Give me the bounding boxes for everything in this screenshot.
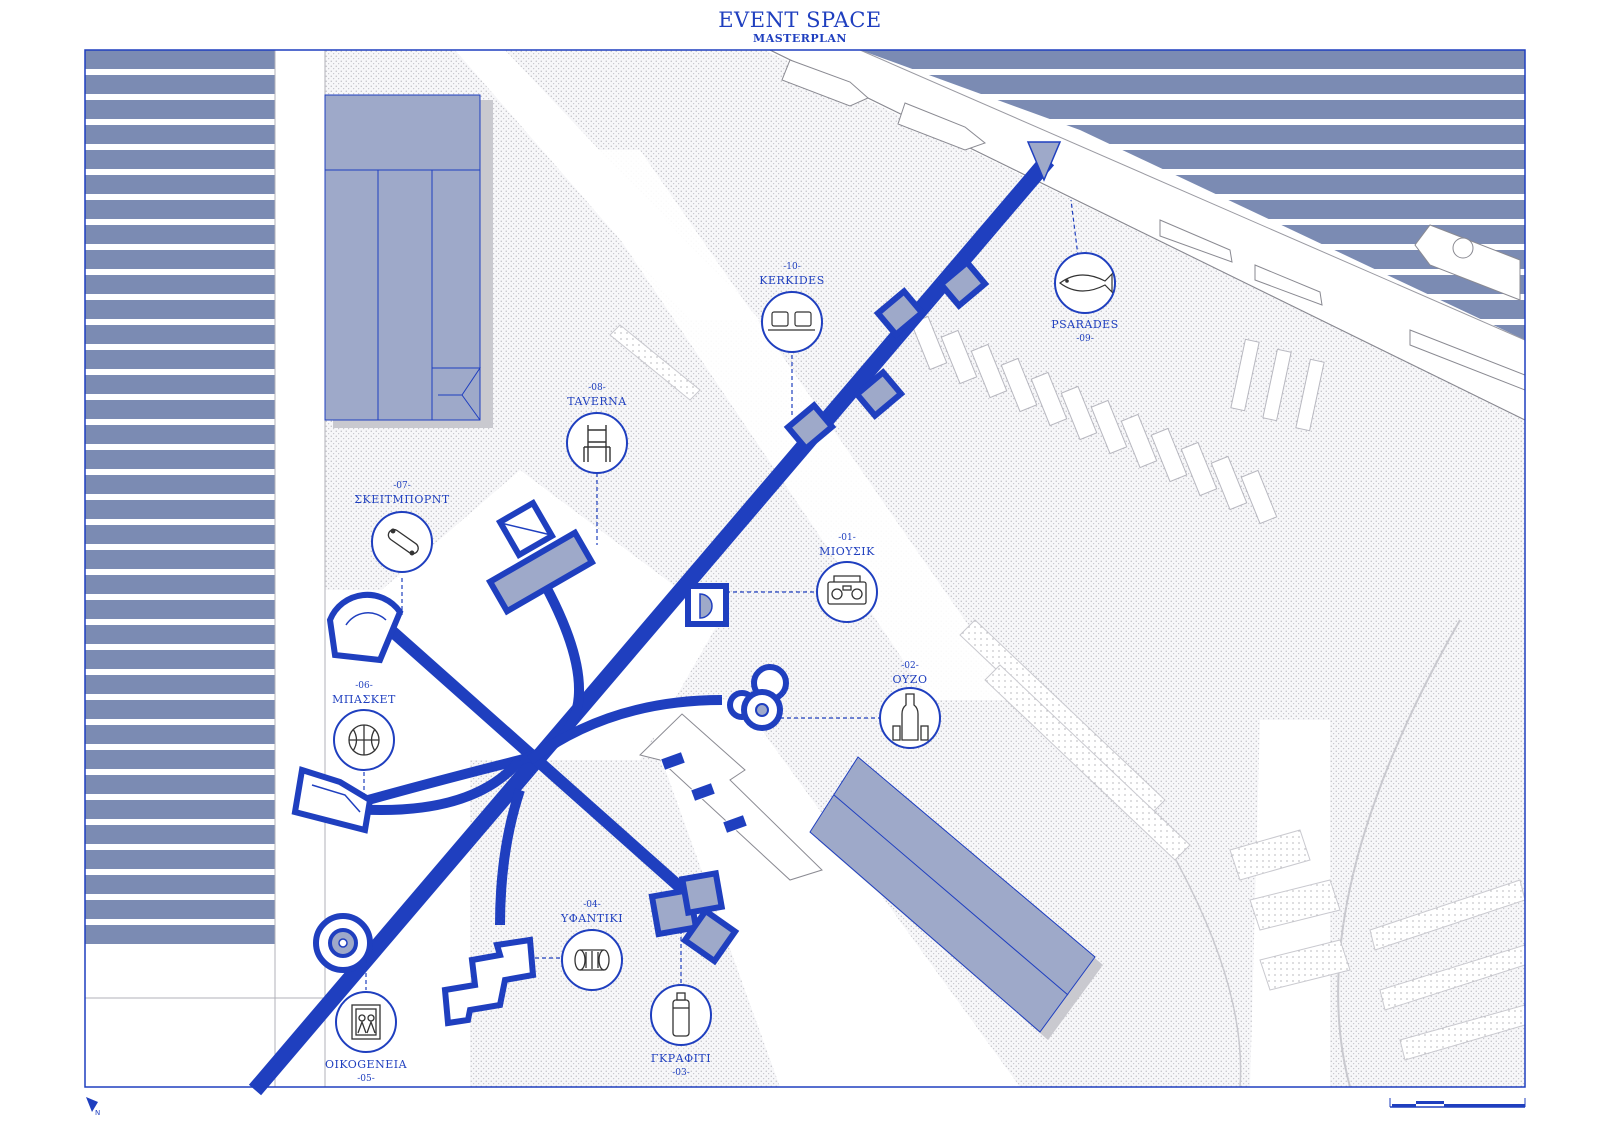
station-number: -08- — [588, 383, 606, 393]
station-taverna[interactable]: -08- TAVERNA — [566, 383, 628, 474]
station-number: -06- — [355, 681, 373, 691]
station-psarades[interactable]: PSARADES -09- — [1051, 252, 1119, 344]
yarn-spool-icon — [574, 949, 610, 971]
station-label: ΥΦΑΝΤΙΚΙ — [560, 912, 623, 925]
station-number: -02- — [901, 661, 919, 671]
parked-cars — [659, 750, 749, 835]
page-subtitle: MASTERPLAN — [753, 32, 847, 45]
spray-can-icon — [672, 992, 690, 1037]
station-label: ΜΙΟΥΣΙΚ — [819, 545, 875, 558]
spine-end-marker — [1026, 141, 1062, 182]
station-number: -03- — [672, 1068, 690, 1078]
cross-axis-path — [381, 620, 704, 910]
drawing-frame — [84, 49, 1526, 1088]
station-label: ΟΥΖΟ — [893, 673, 928, 686]
station-basket[interactable]: -06- ΜΠΑΣΚΕΤ — [332, 681, 396, 771]
pavilions — [291, 258, 990, 1027]
warehouse-building — [324, 94, 493, 428]
ouzo-bottle-icon — [892, 693, 929, 741]
north-label: N — [95, 1109, 100, 1117]
station-label: TAVERNA — [567, 395, 627, 408]
page-title: EVENT SPACE — [718, 8, 882, 32]
station-yfantiki[interactable]: -04- ΥΦΑΝΤΙΚΙ — [560, 900, 623, 991]
left-sea — [85, 50, 275, 948]
station-number: -09- — [1076, 334, 1094, 344]
station-label: PSARADES — [1051, 318, 1119, 331]
station-label: KERKIDES — [759, 274, 824, 287]
station-label: OIKOGENEIA — [325, 1058, 408, 1071]
station-label: ΓΚΡΑΦΙΤΙ — [651, 1052, 711, 1065]
fish-icon — [1058, 272, 1113, 294]
bench-rows — [910, 315, 1325, 525]
station-label: ΜΠΑΣΚΕΤ — [332, 693, 396, 706]
station-number: -10- — [783, 262, 801, 272]
boats — [781, 59, 1525, 391]
station-grafiti[interactable]: ΓΚΡΑΦΙΤΙ -03- — [650, 984, 712, 1078]
station-oikogeneia[interactable]: OIKOGENEIA -05- — [325, 991, 408, 1084]
station-skateboard[interactable]: -07- ΣΚΕΙΤΜΠΟΡΝΤ — [354, 481, 450, 573]
station-kerkides[interactable]: -10- KERKIDES — [759, 262, 824, 353]
station-ouzo[interactable]: -02- ΟΥΖΟ — [879, 661, 941, 749]
station-number: -04- — [583, 900, 601, 910]
boombox-icon — [827, 575, 867, 605]
station-label: ΣΚΕΙΤΜΠΟΡΝΤ — [354, 493, 450, 506]
leader-lines — [363, 199, 1086, 990]
north-arrow-icon: N — [86, 1097, 100, 1117]
family-portrait-icon — [351, 1004, 381, 1040]
skateboard-icon — [387, 528, 419, 556]
station-miousik[interactable]: -01- ΜΙΟΥΣΙΚ — [816, 533, 878, 623]
station-number: -01- — [838, 533, 856, 543]
chair-icon — [583, 425, 611, 462]
sea — [860, 50, 1525, 340]
stadium-seats-icon — [768, 311, 815, 331]
station-number: -05- — [357, 1074, 375, 1084]
market-building — [809, 756, 1103, 1040]
scale-bar — [1389, 1098, 1526, 1108]
stepped-tiles — [609, 324, 1525, 1061]
station-number: -07- — [393, 481, 411, 491]
basketball-icon — [348, 724, 380, 756]
